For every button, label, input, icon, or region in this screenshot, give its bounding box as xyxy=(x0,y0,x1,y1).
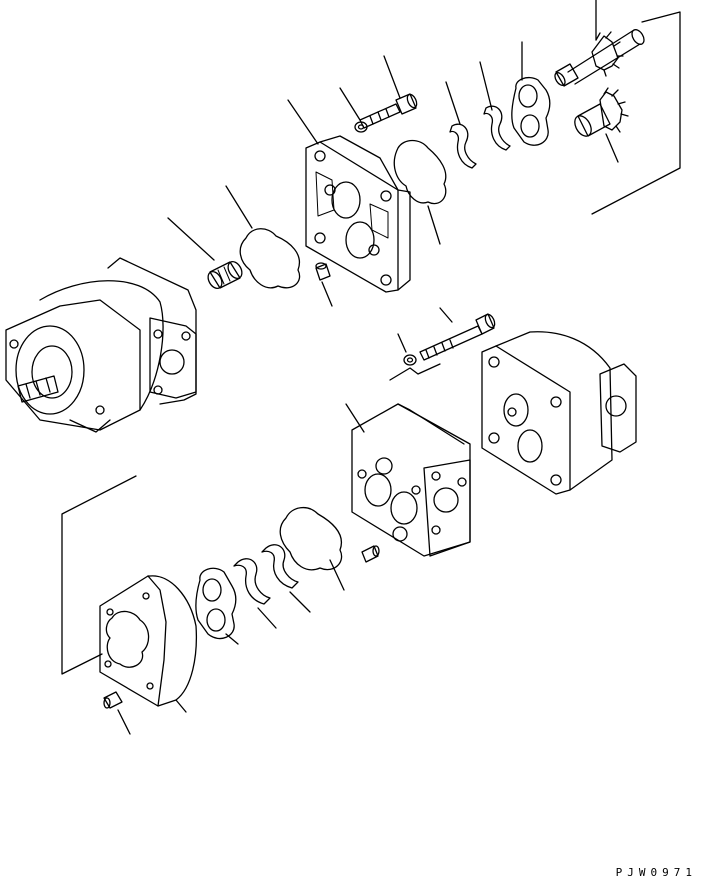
dowel-pin-lower xyxy=(103,691,123,709)
bolt-top xyxy=(359,93,418,129)
rear-pump-body xyxy=(481,331,637,495)
bolt-long xyxy=(419,313,496,361)
driven-gear-top xyxy=(574,87,629,137)
washer-lower xyxy=(406,357,414,363)
washer-top xyxy=(357,124,365,130)
backup-ring-lower xyxy=(261,544,299,589)
gasket-middle xyxy=(239,228,301,289)
backup-ring-top xyxy=(483,105,511,151)
drawing-code: PJW0971 xyxy=(615,866,697,879)
drive-gear-shaft-top xyxy=(554,29,645,87)
gasket-lower xyxy=(279,507,343,571)
front-pump-body xyxy=(5,257,197,433)
dowel-pin-top xyxy=(315,262,331,281)
backup-ring-top xyxy=(449,123,477,169)
needle-bearing xyxy=(207,260,243,290)
cover-plate-top xyxy=(305,135,411,293)
center-pump-body xyxy=(351,403,471,557)
wear-plate-lower xyxy=(195,567,237,640)
gear-housing-lower xyxy=(99,575,198,707)
washer-top xyxy=(354,121,368,133)
dowel-pin-center xyxy=(361,545,380,563)
washer-lower xyxy=(403,354,417,366)
backup-ring-lower xyxy=(233,558,271,605)
gasket-top xyxy=(393,139,447,205)
leader-lines xyxy=(61,0,681,735)
wear-plate-top xyxy=(511,76,551,146)
